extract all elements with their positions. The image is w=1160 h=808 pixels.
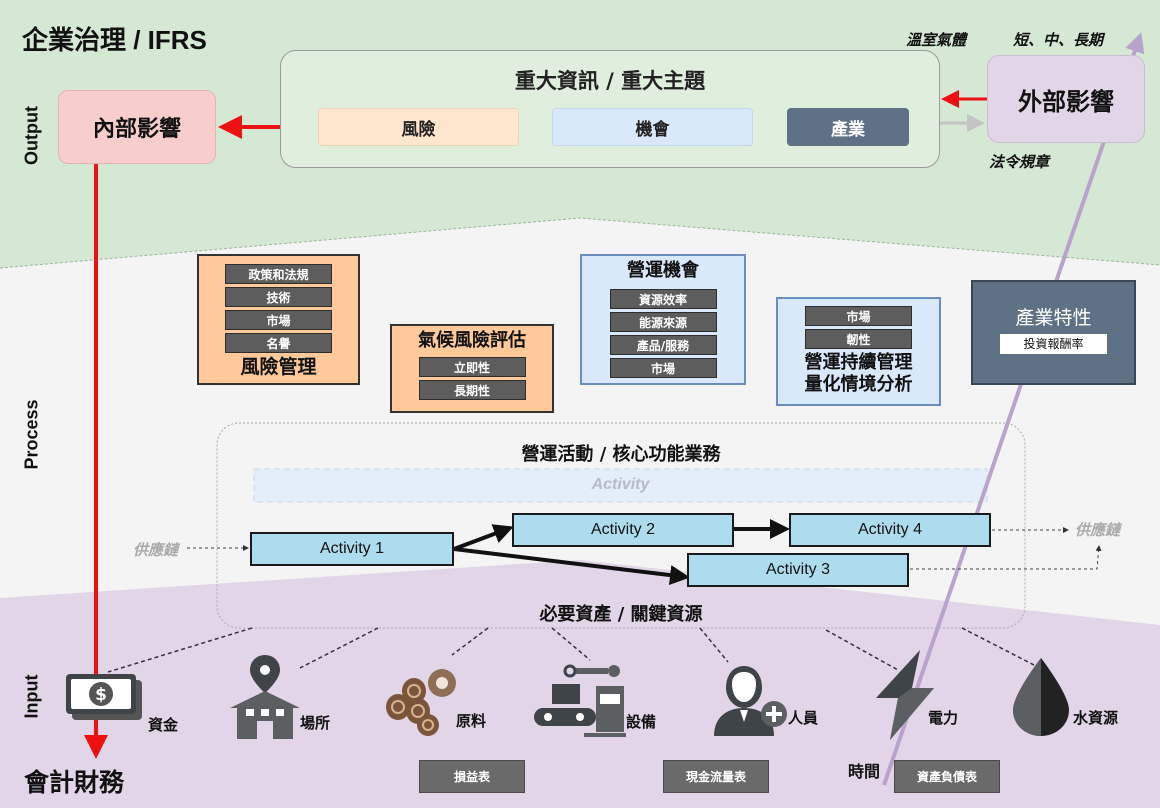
page-title: 企業治理 / IFRS [22,25,207,55]
operations-container [216,422,1026,629]
income-statement[interactable]: 損益表 [419,760,525,793]
input-band-label: Input [21,674,42,719]
risk-management-item: 名譽 [225,333,332,353]
continuity-items: 市場韌性 [778,306,939,349]
output-band-label: Output [21,106,42,165]
activity-4[interactable]: Activity 4 [789,513,991,547]
continuity-title-line2: 量化情境分析 [804,374,913,395]
income-statement-label: 損益表 [453,770,490,784]
topic-risk[interactable]: 風險 [318,108,519,146]
time-arrow [882,32,1145,786]
ghg-label: 溫室氣體 [906,31,967,49]
time-horizon-label: 短、中、長期 [1013,31,1104,49]
topic-opportunity-label: 機會 [635,119,670,140]
balance-sheet[interactable]: 資產負債表 [894,760,1000,793]
building-location-icon [230,655,300,739]
continuity-item: 市場 [805,306,912,326]
climate-risk-title: 氣候風險評估 [418,330,526,351]
topic-risk-label: 風險 [401,119,436,140]
supply-chain-out-label: 供應鏈 [1075,521,1121,539]
activity-3[interactable]: Activity 3 [687,553,909,587]
continuity-box: 市場韌性 營運持續管理 量化情境分析 [776,297,941,406]
climate-risk-item: 立即性 [418,357,526,377]
internal-impact-label: 內部影響 [92,117,181,142]
robot-conveyor-icon [534,664,626,737]
topic-industry[interactable]: 產業 [787,108,909,146]
topic-opportunity[interactable]: 機會 [552,108,753,146]
water-drop-icon [1013,658,1069,736]
input-label-people: 人員 [788,709,819,727]
risk-management-items: 政策和法規技術市場名譽 [199,264,358,353]
placeholder-activity: Activity [591,476,650,493]
continuity-title-line1: 營運持續管理 [804,352,913,373]
regulation-label: 法令規章 [989,153,1050,171]
external-impact-box[interactable]: 外部影響 [987,55,1145,143]
risk-management-item: 市場 [225,310,332,330]
operating-opportunity-item: 產品/服務 [609,335,717,355]
operating-opportunity-item: 能源來源 [609,312,717,332]
resources-title: 必要資產 / 關鍵資源 [539,604,703,625]
time-label: 時間 [848,762,881,781]
risk-management-item: 技術 [225,287,332,307]
topic-industry-label: 產業 [831,119,865,140]
operating-opportunity-item: 資源效率 [609,289,717,309]
industry-traits-box: 產業特性 投資報酬率 [971,280,1136,385]
industry-traits-title: 產業特性 [1015,307,1092,329]
input-label-water: 水資源 [1073,709,1119,727]
activity-1[interactable]: Activity 1 [250,532,454,566]
continuity-item: 韌性 [805,329,912,349]
operating-opportunity-box: 營運機會 資源效率能源來源產品/服務市場 [580,254,746,385]
climate-risk-box: 氣候風險評估 立即性長期性 [390,324,554,413]
activity-1-label: Activity 1 [319,540,384,557]
input-label-site: 場所 [300,714,331,732]
accounting-title: 會計財務 [24,768,125,797]
lightning-icon [876,650,934,740]
risk-management-box: 政策和法規技術市場名譽 風險管理 [197,254,360,385]
money-icon: $ [66,674,142,720]
internal-impact-box[interactable]: 內部影響 [58,90,216,164]
operations-title: 營運活動 / 核心功能業務 [521,444,721,465]
cash-flow-statement[interactable]: 現金流量表 [663,760,769,793]
input-label-materials: 原料 [456,712,487,730]
activity-2[interactable]: Activity 2 [512,513,734,547]
climate-risk-items: 立即性長期性 [392,357,552,400]
supply-chain-in-label: 供應鏈 [133,541,179,559]
cash-flow-statement-label: 現金流量表 [685,770,746,784]
logs-gear-icon [386,669,456,736]
process-band-label: Process [21,399,42,470]
climate-risk-item: 長期性 [418,380,526,400]
input-label-equipment: 設備 [626,713,657,731]
operating-opportunity-item: 市場 [609,358,717,378]
svg-text:$: $ [95,685,107,705]
operating-opportunity-title: 營運機會 [627,260,699,281]
external-impact-label: 外部影響 [1018,87,1114,116]
risk-management-item: 政策和法規 [225,264,332,284]
industry-traits-item: 投資報酬率 [1000,334,1107,354]
activity-3-label: Activity 3 [765,561,830,578]
balance-sheet-label: 資產負債表 [916,770,977,784]
risk-management-title: 風險管理 [240,356,317,378]
input-label-money: 資金 [148,716,179,734]
operating-opportunity-items: 資源效率能源來源產品/服務市場 [582,289,744,378]
activity-4-label: Activity 4 [857,521,922,538]
material-topics-title: 重大資訊 / 重大主題 [514,69,706,93]
activity-2-label: Activity 2 [590,521,655,538]
input-label-power: 電力 [928,709,959,727]
person-add-icon [714,666,787,736]
